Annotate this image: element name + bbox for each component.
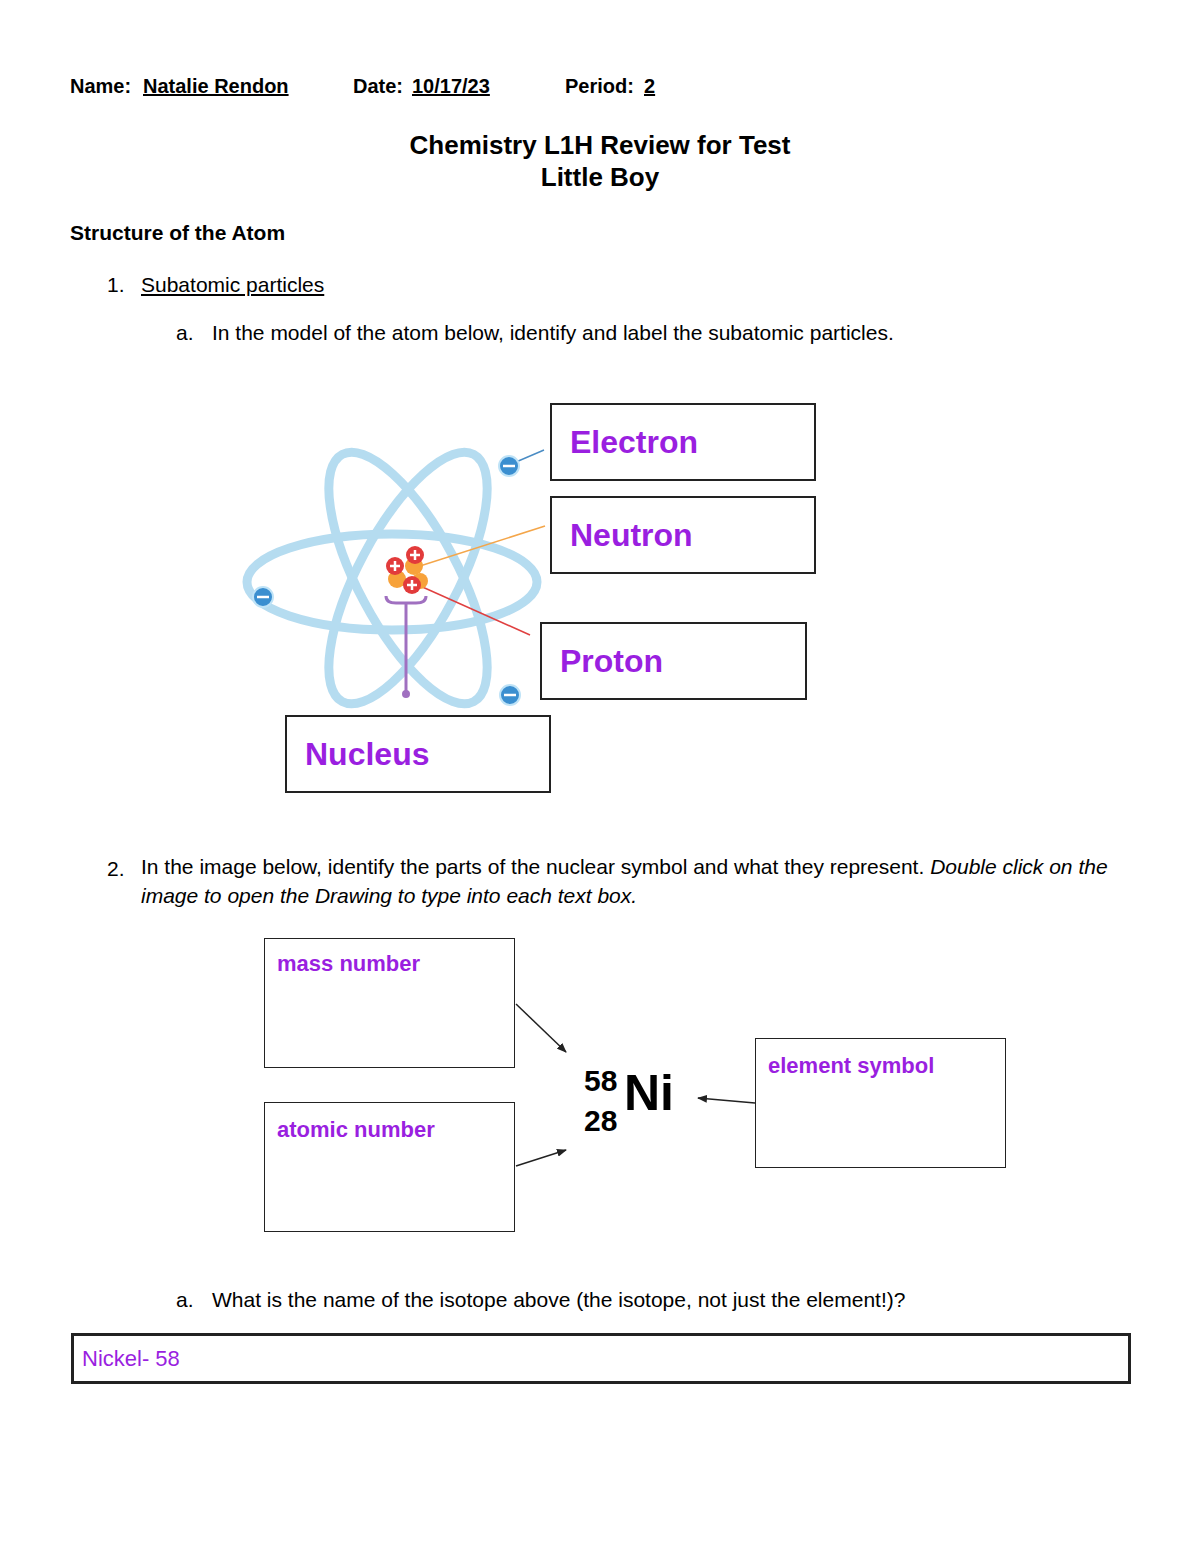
leader-line bbox=[420, 526, 545, 566]
box-text-group: atomic number bbox=[277, 1117, 435, 1143]
nucleus-cluster bbox=[386, 546, 428, 594]
leader-line bbox=[418, 585, 530, 635]
page-title: Chemistry L1H Review for Test bbox=[410, 130, 791, 161]
orbit bbox=[298, 431, 518, 725]
box-text-group: Nucleus bbox=[305, 736, 429, 773]
box-label: Proton bbox=[560, 643, 663, 680]
label-box: atomic number bbox=[264, 1102, 515, 1232]
box-label: Electron bbox=[570, 424, 698, 461]
box-text-group: Proton bbox=[560, 643, 663, 680]
nucleus-bracket bbox=[386, 596, 426, 697]
item-number: 2. bbox=[107, 856, 125, 881]
field-value: 10/17/23 bbox=[412, 74, 490, 98]
item-letter: a. bbox=[176, 320, 194, 345]
box-text-group: Electron bbox=[570, 424, 698, 461]
element-symbol: Ni bbox=[624, 1068, 674, 1118]
label-box: element symbol bbox=[755, 1038, 1006, 1168]
box-label: Nucleus bbox=[305, 736, 429, 773]
question-text: What is the name of the isotope above (t… bbox=[212, 1287, 905, 1312]
electron-symbol bbox=[253, 456, 520, 705]
orbit bbox=[247, 534, 537, 630]
label-box: mass number bbox=[264, 938, 515, 1068]
box-label: atomic number bbox=[277, 1117, 435, 1143]
field-label: Date: bbox=[353, 74, 403, 98]
box-text-group: element symbol bbox=[768, 1053, 934, 1079]
atomic-number: 28 bbox=[584, 1106, 617, 1136]
item-heading: Subatomic particles bbox=[141, 272, 324, 297]
label-box: Proton bbox=[540, 622, 807, 700]
label-box: Neutron bbox=[550, 496, 816, 574]
pointer-arrow bbox=[516, 1004, 755, 1166]
box-label: mass number bbox=[277, 951, 420, 977]
mass-number: 58 bbox=[584, 1066, 617, 1096]
question-text: In the model of the atom below, identify… bbox=[212, 320, 894, 345]
label-box: Nucleus bbox=[285, 715, 551, 793]
answer-box: Nickel- 58 bbox=[71, 1333, 1131, 1384]
box-label: Neutron bbox=[570, 517, 693, 554]
field-value: Natalie Rendon bbox=[143, 74, 289, 98]
item-number: 1. bbox=[107, 272, 125, 297]
section-heading: Structure of the Atom bbox=[70, 220, 285, 245]
field-label: Name: bbox=[70, 74, 131, 98]
question-paragraph: In the image below, identify the parts o… bbox=[141, 853, 1116, 911]
box-text-group: Nickel- 58 bbox=[82, 1346, 180, 1372]
field-value: 2 bbox=[644, 74, 655, 98]
question-text: In the image below, identify the parts o… bbox=[141, 855, 924, 878]
box-label: Nickel- 58 bbox=[82, 1346, 180, 1372]
orbit bbox=[298, 431, 518, 725]
page-subtitle: Little Boy bbox=[541, 162, 659, 193]
box-text-group: Neutron bbox=[570, 517, 693, 554]
box-text-group: mass number bbox=[277, 951, 420, 977]
box-label: element symbol bbox=[768, 1053, 934, 1079]
field-label: Period: bbox=[565, 74, 634, 98]
label-box: Electron bbox=[550, 403, 816, 481]
item-letter: a. bbox=[176, 1287, 194, 1312]
